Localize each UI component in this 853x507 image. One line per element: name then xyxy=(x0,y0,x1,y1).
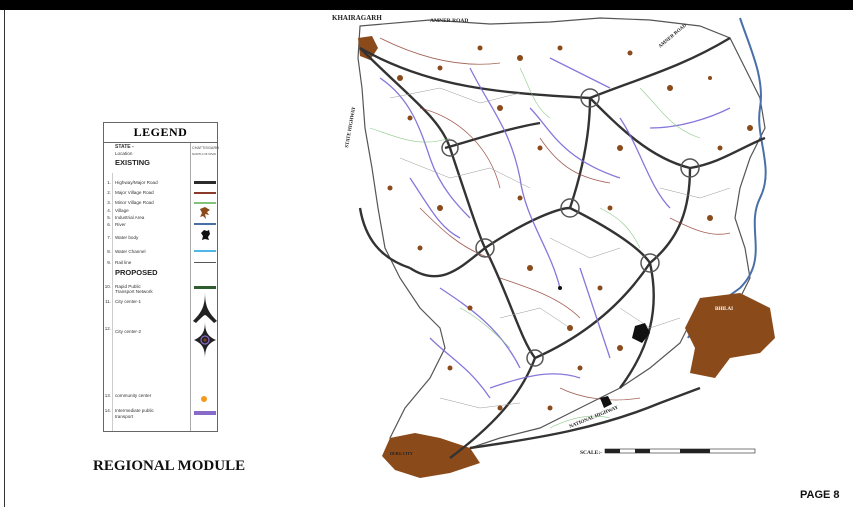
legend-item-label: Rapid Public xyxy=(115,284,141,289)
legend-body: STATE - Location CHATTISGARH NORTH OF RI… xyxy=(104,143,219,431)
village-markers xyxy=(387,45,753,411)
legend-item-label: City center-2 xyxy=(115,329,142,334)
ipt-symbol xyxy=(194,411,216,415)
minor-village-road-symbol xyxy=(194,202,216,204)
label-town-east: BHILAI xyxy=(715,307,733,312)
legend-item-label: Minor Village Road xyxy=(115,200,154,205)
scale-bar: SCALE:- xyxy=(580,448,756,456)
legend-box: LEGEND STATE - Location CHATTISGARH NORT… xyxy=(103,122,219,432)
legend-item-label: Village xyxy=(115,208,129,213)
page-left-rule xyxy=(4,10,5,507)
label-khairagarh: KHAIRAGARH xyxy=(332,14,382,22)
legend-item-number: 4. xyxy=(107,208,111,213)
legend-state-value: CHATTISGARH xyxy=(192,146,219,150)
legend-existing-heading: EXISTING xyxy=(115,158,151,167)
rail-line-symbol xyxy=(194,262,216,263)
city-centers xyxy=(441,88,700,367)
legend-item-label: Water Channel xyxy=(115,249,146,254)
legend-item-number: 1. xyxy=(107,180,111,185)
city-center-2-icon xyxy=(194,321,216,359)
town-area-south xyxy=(382,433,480,478)
legend-item-number: 6. xyxy=(107,222,111,227)
regional-module-title: REGIONAL MODULE xyxy=(93,458,246,474)
legend-item-label: Industrial Area xyxy=(115,215,145,220)
legend-item-number: 2. xyxy=(107,190,111,195)
local-roads xyxy=(389,87,731,409)
legend-item-label: Major Village Road xyxy=(115,190,154,195)
ipt-routes xyxy=(379,57,731,399)
regional-map: KHAIRAGARH AMNER ROAD AMNER ROAD STATE H… xyxy=(332,14,775,478)
community-center-icon xyxy=(201,396,207,402)
legend-item-number: 12. xyxy=(104,326,111,331)
city-center-1-icon xyxy=(193,291,217,323)
river-symbol xyxy=(194,223,216,225)
major-village-road-symbol xyxy=(194,192,216,194)
legend-item-label: River xyxy=(115,222,126,227)
legend-item-number: 8. xyxy=(107,249,111,254)
village-icon xyxy=(200,207,210,219)
legend-item-label: Intermediate public xyxy=(115,408,154,413)
legend-proposed-heading: PROPOSED xyxy=(115,268,158,277)
rapid-transport-symbol xyxy=(194,286,216,289)
village-roads xyxy=(379,37,731,401)
top-bar xyxy=(0,0,853,10)
legend-location-label: Location xyxy=(115,151,133,156)
legend-item-label: Water body xyxy=(115,235,139,240)
minor-roads xyxy=(369,67,701,429)
legend-item-number: 7. xyxy=(107,235,111,240)
legend-item-number: 13. xyxy=(104,393,111,398)
legend-item-number: 10. xyxy=(104,284,111,289)
label-amner-road-top: AMNER ROAD xyxy=(430,18,468,24)
legend-state-label: STATE - xyxy=(115,144,134,150)
legend-item-label: Highway/Major Road xyxy=(115,180,158,185)
water-body-icon xyxy=(201,230,210,240)
legend-item-number: 5. xyxy=(107,215,111,220)
legend-state-value-sub: NORTH OF RIVAI xyxy=(192,152,217,156)
legend-column-divider xyxy=(190,143,191,431)
label-state-highway: STATE HIGHWAY xyxy=(345,106,357,148)
legend-item-number: 14. xyxy=(104,408,111,413)
legend-item-number: 9. xyxy=(107,260,111,265)
town-area-east xyxy=(685,293,775,378)
legend-title: LEGEND xyxy=(104,123,217,143)
page-number: PAGE 8 xyxy=(800,489,840,501)
legend-item-label: City center-1 xyxy=(115,299,142,304)
highway-symbol xyxy=(194,181,216,184)
legend-item-number: 11. xyxy=(105,299,111,304)
water-channel-symbol xyxy=(194,250,216,252)
legend-item-label: community center xyxy=(115,393,152,398)
region-boundary xyxy=(357,17,766,469)
legend-item-label: Rail line xyxy=(115,260,132,265)
legend-number-divider xyxy=(112,173,113,431)
legend-item-label-continued: transport xyxy=(115,414,134,419)
label-town-south: DURG CITY xyxy=(390,451,413,456)
water-bodies xyxy=(558,286,650,408)
scale-label: SCALE:- xyxy=(580,450,602,456)
legend-item-number: 3. xyxy=(107,200,111,205)
legend-item-label-continued: Transport Network xyxy=(115,289,153,294)
